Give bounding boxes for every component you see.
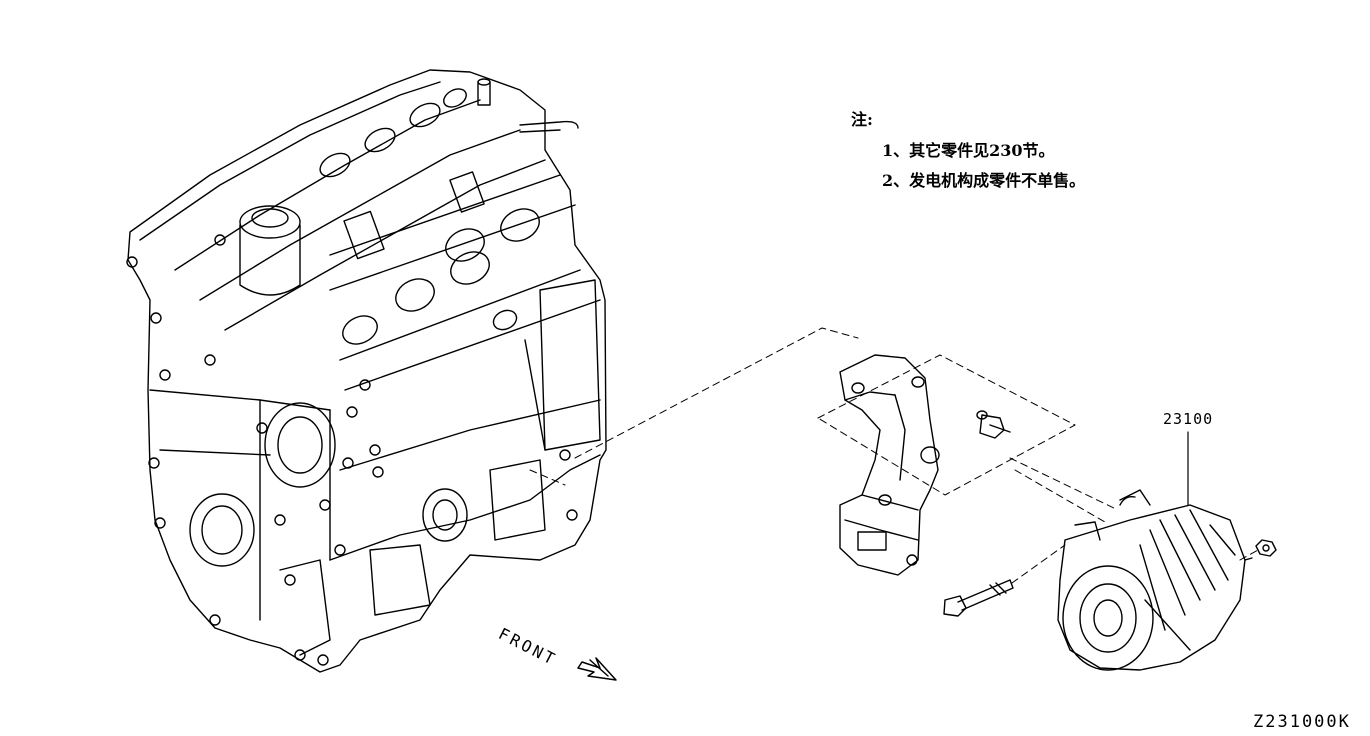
- diagram-code: Z231000K: [1253, 712, 1351, 732]
- note-item-2: 2、发电机构成零件不单售。: [882, 171, 1086, 190]
- notes-heading: 注:: [851, 110, 873, 129]
- front-arrow-icon: [578, 658, 616, 680]
- alternator-drawing: [944, 490, 1276, 670]
- part-number-label: 23100: [1163, 410, 1214, 428]
- engine-assembly-drawing: [127, 70, 606, 672]
- alternator-bracket-drawing: [840, 355, 1010, 575]
- dashed-leader-lines: [530, 328, 1258, 583]
- note-item-1: 1、其它零件见230节。: [882, 141, 1055, 160]
- engine-outline: [128, 70, 606, 672]
